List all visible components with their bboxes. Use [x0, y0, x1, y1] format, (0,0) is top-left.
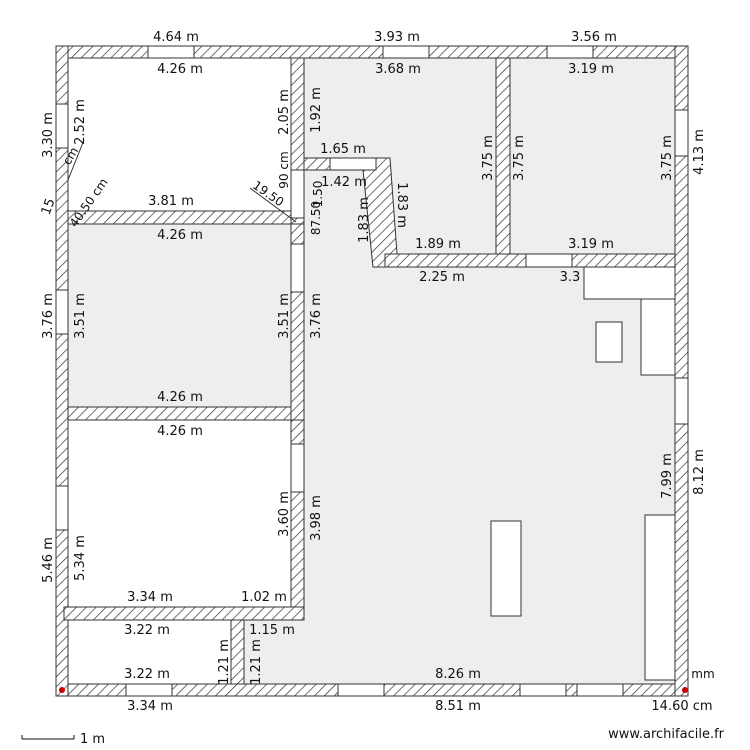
dim-diag-90: 90 cm: [277, 151, 291, 188]
dim-left-outer-bottom: 5.46 m: [41, 537, 56, 583]
wall-bedroom4-bottom: [67, 406, 292, 421]
dim-corner-mm: mm: [691, 667, 714, 681]
room-floor-room-top-right: [510, 58, 675, 254]
sofa: [644, 514, 676, 681]
window-bottom-2: [337, 683, 385, 697]
dim-room3-bottom-cut: 3.3: [560, 270, 581, 285]
dim-room3-left-inner: 3.75 m: [512, 135, 527, 181]
cabinet: [640, 298, 676, 376]
dim-top-outer-right: 3.56 m: [571, 30, 617, 45]
dim-room4-top: 4.26 m: [157, 228, 203, 243]
furniture: [490, 266, 676, 681]
wall-outer-left: [55, 45, 69, 697]
window-left-3: [55, 485, 69, 531]
room-floor-bathroom: [68, 620, 231, 684]
dim-room4-right-outer: 3.76 m: [309, 293, 324, 339]
dim-room5-left-inner: 5.34 m: [73, 535, 88, 581]
door-swing-line: [67, 139, 85, 181]
window-top-1: [147, 45, 195, 59]
dim-slant-183-a: 1.83 m: [357, 197, 372, 243]
dim-room2-left-inner: 1.92 m: [309, 87, 324, 133]
dim-room1-right-inner: 2.05 m: [277, 89, 292, 135]
dim-bottom-outer-right: 14.60 cm: [651, 699, 712, 714]
window-top-3: [546, 45, 594, 59]
window-top-2: [382, 45, 430, 59]
door-gap-step: [329, 157, 377, 171]
dim-diag-8750: 87.50: [309, 201, 323, 235]
dim-room1-left-inner: 2.52 m: [73, 99, 88, 145]
dim-step-165: 1.65 m: [320, 142, 366, 157]
dim-room6-bottom: 3.22 m: [124, 667, 170, 682]
room-floor-bedroom-top-left: [68, 58, 291, 211]
dim-diag-15: 15: [39, 196, 59, 217]
door-gap-bedroom1: [290, 169, 305, 219]
dim-room1-bottom-inner: 3.81 m: [148, 194, 194, 209]
wall-bedroom1-bottom: [67, 210, 292, 225]
dim-top-outer-mid: 3.93 m: [374, 30, 420, 45]
kitchen-counter: [583, 266, 676, 300]
dim-room2-right-inner: 3.75 m: [481, 135, 496, 181]
dim-room6-right: 1.21 m: [217, 639, 232, 685]
dim-room4-right-inner: 3.51 m: [277, 293, 292, 339]
corner-marker-right: [682, 687, 688, 693]
dim-room1-top-inner: 4.26 m: [157, 62, 203, 77]
dim-room3-top-inner: 3.19 m: [568, 62, 614, 77]
scale-bar: 1 m: [21, 732, 105, 747]
dim-bottom-outer-left: 3.34 m: [127, 699, 173, 714]
room-floor-bedroom-mid-left: [68, 224, 291, 407]
dim-hall-115: 1.15 m: [249, 623, 295, 638]
room-floor-living-area: [244, 170, 675, 684]
dim-room5-right-outer: 3.98 m: [309, 495, 324, 541]
room-floor-bedroom-bottom-left: [68, 420, 291, 606]
appliance: [595, 321, 623, 363]
dim-room4-bottom: 4.26 m: [157, 390, 203, 405]
wall-bathroom-right: [230, 619, 245, 685]
dim-room2-bottom-inner: 1.89 m: [415, 237, 461, 252]
dim-room5-bottom-right: 1.02 m: [241, 590, 287, 605]
window-bottom-4: [576, 683, 624, 697]
site-credit[interactable]: www.archifacile.fr: [608, 727, 724, 742]
door-gap-bedroom5: [290, 443, 305, 493]
dim-room3-bottom-inner: 3.19 m: [568, 237, 614, 252]
scale-label: 1 m: [80, 732, 105, 747]
dim-room2-top-inner: 3.68 m: [375, 62, 421, 77]
wall-kitchen-right: [495, 57, 511, 255]
dim-diag-150: 1.50: [311, 181, 325, 208]
door-gap-bedroom4: [290, 243, 305, 293]
dim-room6-top: 3.22 m: [124, 623, 170, 638]
windows: [55, 45, 689, 697]
dim-room3-right-inner: 3.75 m: [660, 135, 675, 181]
window-left-1: [55, 103, 69, 149]
dim-living-bottom-inner: 8.26 m: [435, 667, 481, 682]
dim-room4-left-outer: 3.76 m: [41, 293, 56, 339]
dim-right-outer-bottom: 8.12 m: [692, 449, 707, 495]
dim-slant-183-b: 1.83 m: [394, 182, 409, 228]
corner-marker-left: [59, 687, 65, 693]
dim-room4-left-inner: 3.51 m: [73, 293, 88, 339]
window-bottom-1: [125, 683, 173, 697]
window-right-1: [674, 109, 689, 157]
dim-top-outer-left: 4.64 m: [153, 30, 199, 45]
dim-step-142: 1.42 m: [321, 175, 367, 190]
door-swing-line-2: [249, 187, 297, 223]
dim-room5-bottom-left: 3.34 m: [127, 590, 173, 605]
dim-room5-right-inner: 3.60 m: [277, 491, 292, 537]
window-left-2: [55, 289, 69, 335]
wall-bedroom5-bottom: [63, 606, 305, 621]
window-bottom-3: [519, 683, 567, 697]
dim-living-right-inner: 7.99 m: [660, 453, 675, 499]
dim-left-outer-top: 3.30 m: [41, 112, 56, 158]
dim-hall-121: 1.21 m: [249, 639, 264, 685]
door-gap-kitchen: [525, 253, 573, 268]
dim-right-outer-top: 4.13 m: [692, 129, 707, 175]
table: [490, 520, 522, 617]
window-right-2: [674, 377, 689, 425]
dim-bottom-outer-mid: 8.51 m: [435, 699, 481, 714]
dim-room5-top: 4.26 m: [157, 424, 203, 439]
dim-room2-bottom-outer: 2.25 m: [419, 270, 465, 285]
